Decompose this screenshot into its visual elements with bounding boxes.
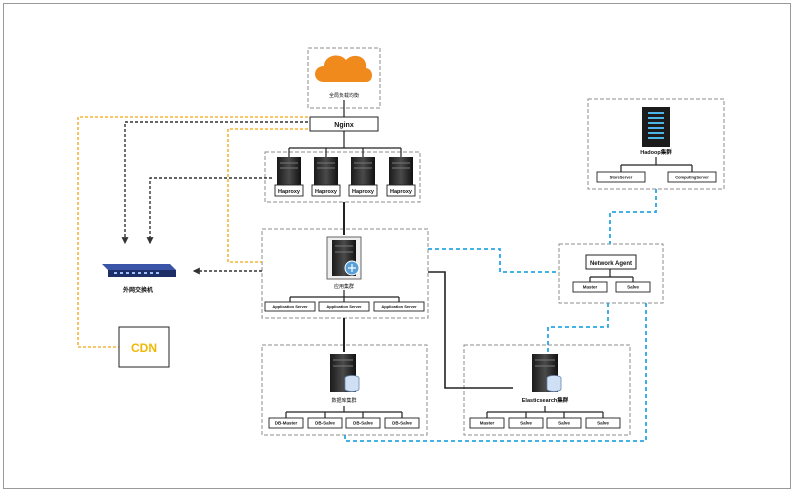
application-server-label: Application Server [381,304,417,309]
server-icon [314,157,338,185]
db-node-box [345,417,381,429]
server-icon [389,157,413,185]
agent-node-label: Master [583,285,598,290]
haproxy-group [264,151,421,203]
application-server-box [318,301,370,312]
application-server-label: Application Server [272,304,308,309]
haproxy-label: Haproxy [278,189,301,195]
haproxy-label: Haproxy [352,189,375,195]
db-node-box [268,417,304,429]
db-node-box [307,417,343,429]
agent-node-label: Salve [627,285,639,290]
es-node-label: Salve [520,421,532,426]
rack-server-icon [642,107,670,147]
hadoop-server-label: ComputingServer [675,174,709,179]
es-cluster-group [463,344,631,436]
network-agent-group [558,243,664,304]
es-cluster-label: Elasticsearch集群 [522,396,569,404]
db-cluster-label: 数据库集群 [331,397,356,404]
haproxy-label: Haproxy [315,189,338,195]
db-node-label: DB-Salve [353,421,373,426]
cdn-box [118,326,170,368]
haproxy-label: Haproxy [390,189,413,195]
application-server-box [373,301,425,312]
hadoop-server-box [667,171,717,183]
application-server-box [264,301,316,312]
es-node-label: Salve [597,421,609,426]
nginx-box [309,116,379,132]
cdn-label: CDN [131,341,157,355]
server-icon [351,157,375,185]
db-node-label: DB-Salve [315,421,335,426]
elasticsearch-server-icon [532,354,562,392]
application-server-label: Application Server [326,304,362,309]
haproxy-box [348,184,378,197]
es-node-box [546,417,582,429]
es-node-box [508,417,544,429]
server-icon [277,157,301,185]
database-server-icon [330,354,360,392]
agent-node-box [615,281,651,293]
es-node-box [585,417,621,429]
network-agent-label: Network Agent [590,261,632,267]
db-node-box [384,417,420,429]
haproxy-box [311,184,341,197]
app-cluster-label: 应用集群 [334,283,354,290]
hadoop-server-box [596,171,646,183]
cloud-label: 全局负载均衡 [329,92,359,99]
hadoop-server-label: StoreServer [610,174,633,179]
network-agent-box [585,254,637,270]
cloud-icon [315,55,372,82]
nginx-label: Nginx [334,122,354,129]
network-switch-icon [102,264,176,277]
hadoop-label: Hadoop集群 [640,148,672,156]
haproxy-box [386,184,416,197]
diagram-frame [3,3,791,489]
agent-node-box [572,281,608,293]
db-node-label: DB-Salve [392,421,412,426]
haproxy-box [274,184,304,197]
db-node-label: DB-Master [275,421,298,426]
switch-label: 外网交换机 [122,286,153,294]
es-node-label: Salve [558,421,570,426]
es-node-label: Master [480,421,495,426]
app-server-icon [326,236,362,280]
es-node-box [469,417,505,429]
